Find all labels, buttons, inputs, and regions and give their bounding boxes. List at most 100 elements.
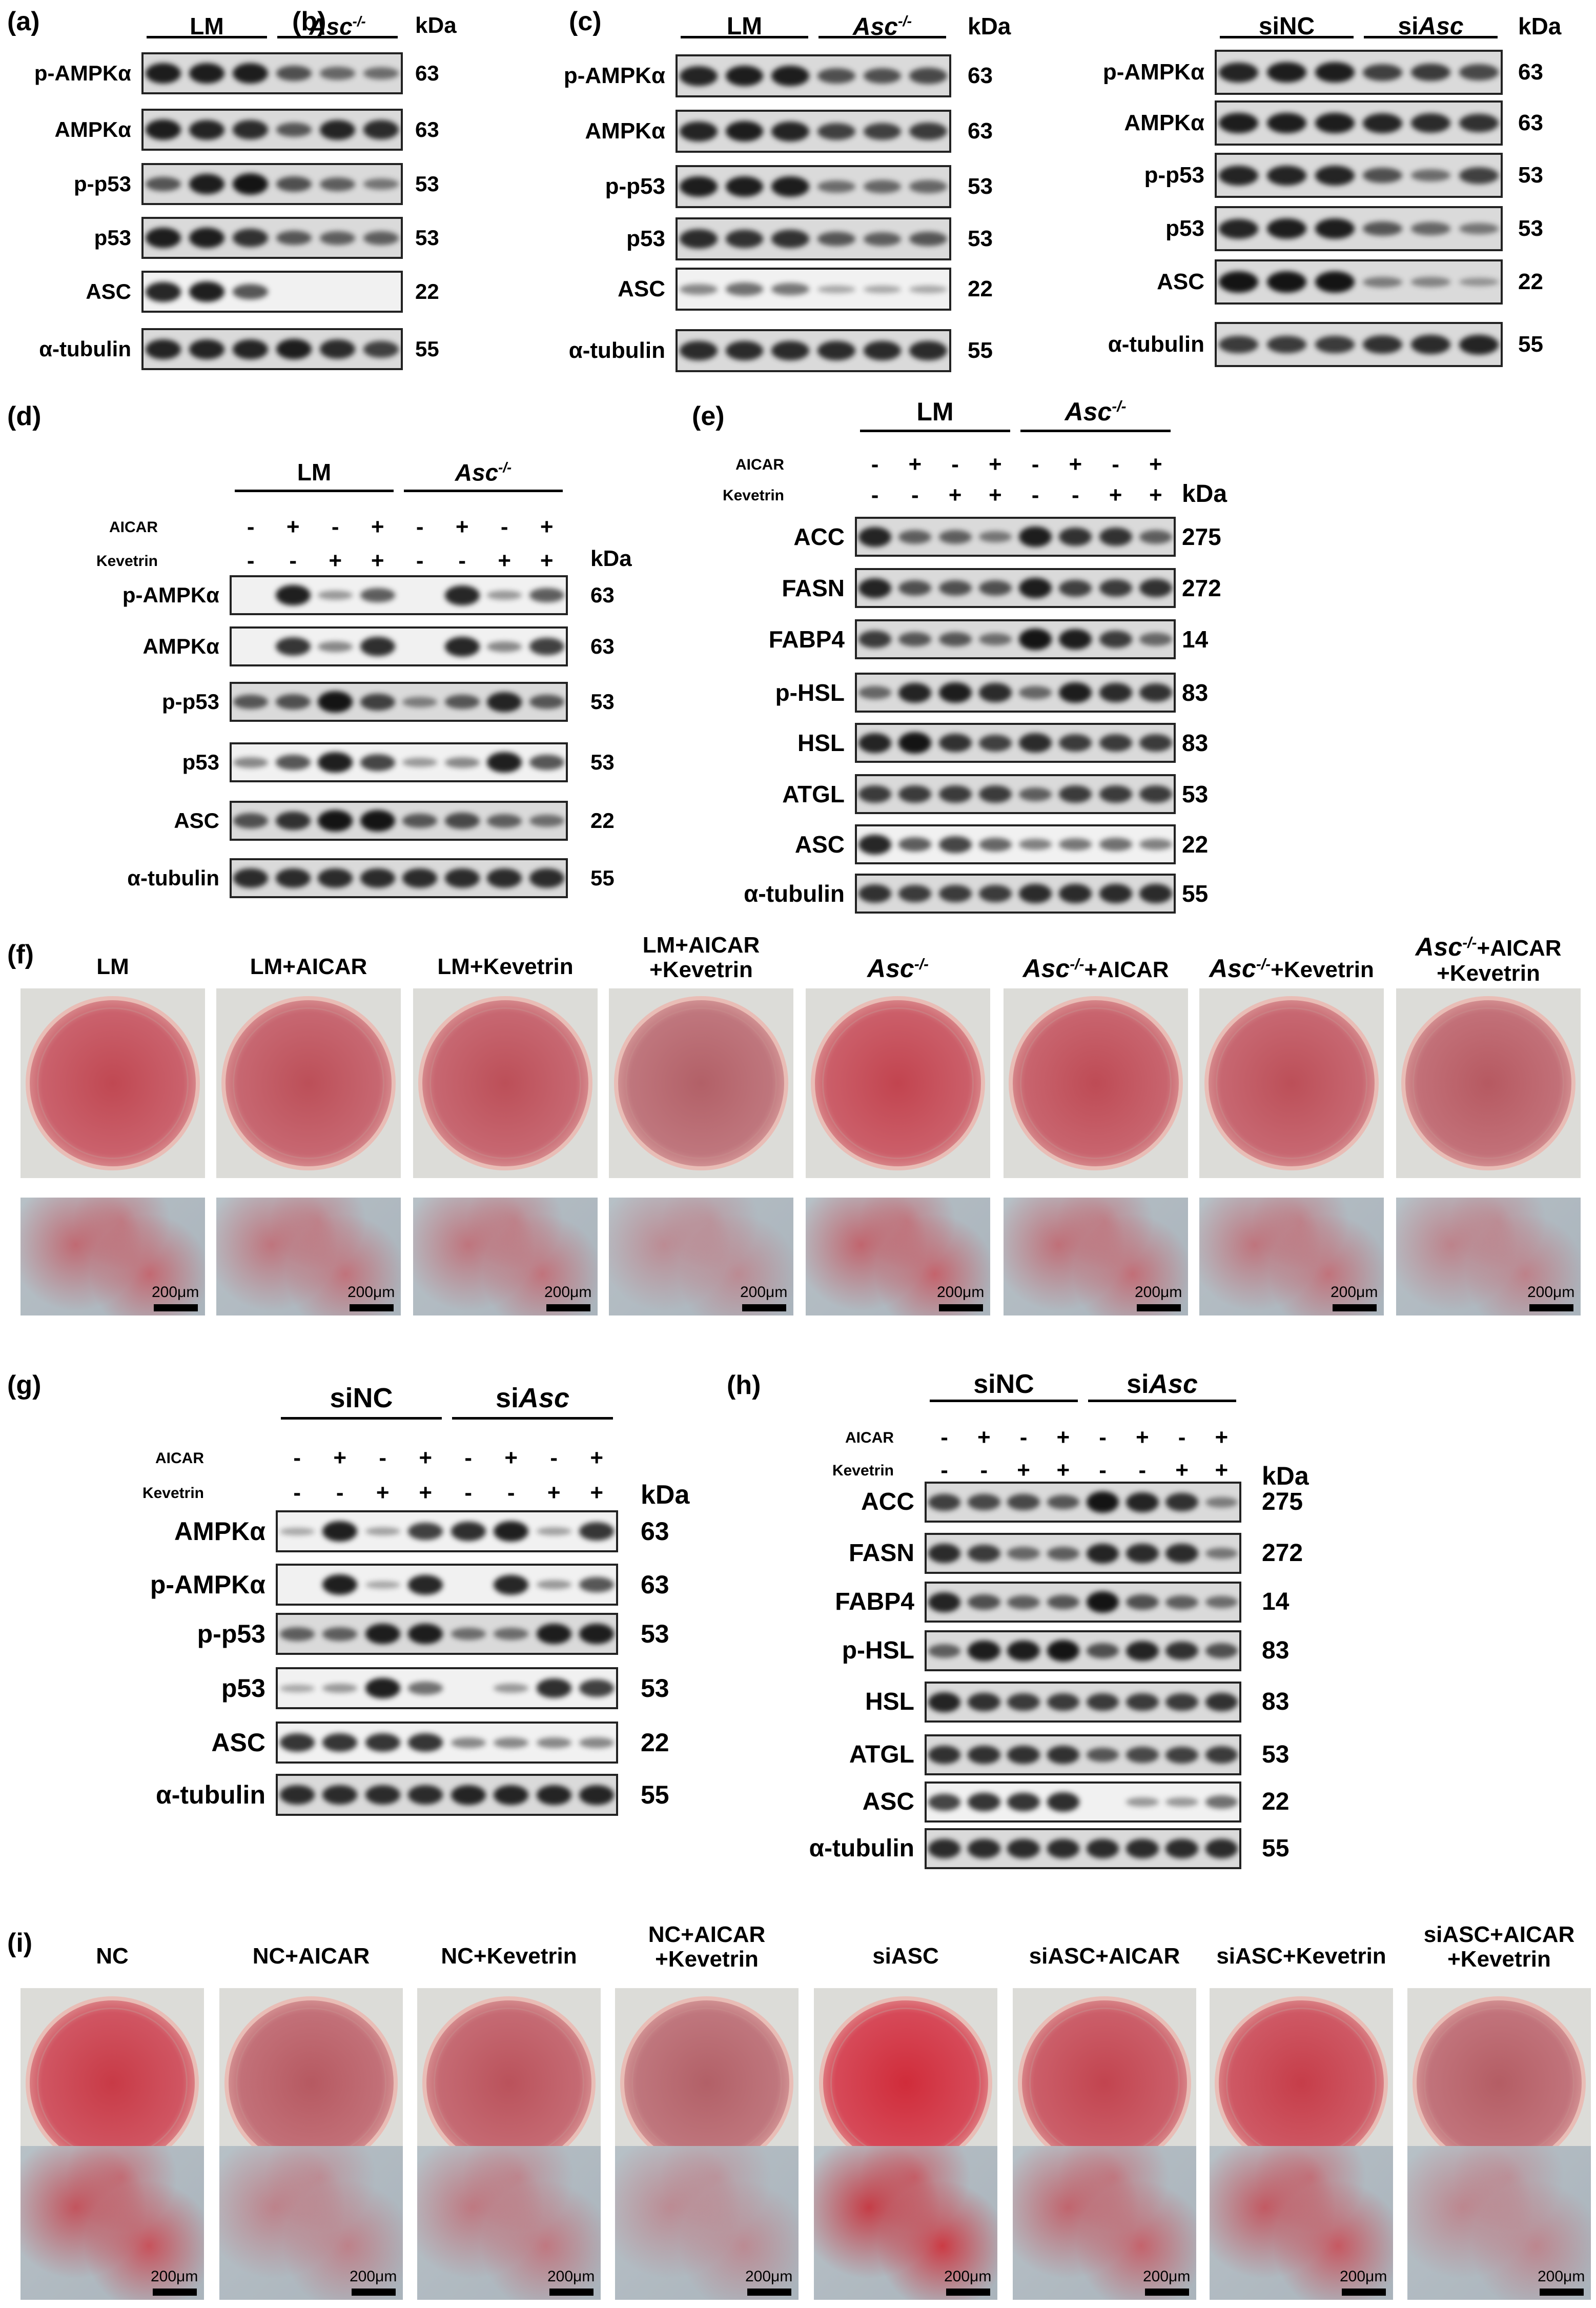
dish-inner-rim <box>236 2008 386 2158</box>
condition-label: siASC+Kevetrin <box>1199 1943 1403 1969</box>
treatment-sign: + <box>590 1480 604 1505</box>
scale-bar <box>352 2289 396 2296</box>
blot-strip <box>276 1510 618 1552</box>
panel-label: (e) <box>692 401 725 431</box>
blot-band <box>529 637 564 656</box>
blot-band <box>487 868 522 888</box>
blot-band <box>1165 1544 1198 1563</box>
blot-strip <box>276 1564 618 1606</box>
blot-band <box>817 68 855 84</box>
protein-label: ASC <box>1157 269 1204 294</box>
blot-band <box>1099 785 1132 803</box>
micrograph: 200μm <box>609 1198 793 1315</box>
molecular-weight: 53 <box>641 1674 669 1703</box>
condition-prefix: siASC+AICAR <box>1029 1943 1180 1969</box>
blot-band <box>863 285 902 293</box>
blot-band <box>1139 683 1172 702</box>
treatment-sign: - <box>293 1480 301 1505</box>
condition-prefix: NC <box>96 1943 129 1969</box>
treatment-sign: - <box>940 1425 948 1450</box>
treatment-sign: + <box>371 514 384 539</box>
treatment-sign: + <box>1109 482 1122 508</box>
blot-band <box>725 120 764 142</box>
protein-label: AMPKα <box>585 118 665 144</box>
micrograph: 200μm <box>1199 1198 1384 1315</box>
blot-band <box>363 67 399 79</box>
blot-band <box>1165 1839 1198 1858</box>
blot-band <box>909 68 947 84</box>
blot-band <box>494 1521 529 1542</box>
condition-label: siASC+AICAR <box>1002 1943 1206 1969</box>
blot-band <box>909 285 947 293</box>
condition-line-2: +Kevetrin <box>649 957 753 983</box>
blot-band <box>360 868 395 888</box>
blot-band <box>968 1746 1000 1764</box>
dish-inner-rim <box>822 1007 974 1159</box>
treatment-sign: - <box>1178 1425 1186 1450</box>
protein-label: ACC <box>793 523 845 550</box>
blot-band <box>444 757 480 768</box>
blot-band <box>365 1527 400 1536</box>
protein-label: HSL <box>797 730 845 756</box>
blot-band <box>1459 277 1499 287</box>
condition-line-1: LM+AICAR <box>206 954 411 979</box>
blot-band <box>1411 63 1450 82</box>
condition-prefix: LM+Kevetrin <box>437 954 574 979</box>
molecular-weight: 22 <box>641 1728 669 1757</box>
blot-strip <box>141 328 403 370</box>
treatment-sign: + <box>376 1480 390 1505</box>
molecular-weight: 83 <box>1182 730 1209 756</box>
blot-band <box>145 281 181 302</box>
molecular-weight: 53 <box>641 1619 669 1648</box>
blot-band <box>365 1733 400 1752</box>
micrograph: 200μm <box>806 1198 990 1315</box>
blot-band <box>680 229 718 249</box>
group-label-sup: -/- <box>352 13 366 29</box>
condition-suffix: +Kevetrin <box>1271 957 1374 982</box>
blot-band <box>529 815 564 827</box>
blot-band <box>322 1521 358 1542</box>
blot-band <box>189 227 225 249</box>
blot-band <box>1007 1793 1040 1811</box>
condition-line-1: Asc-/-+Kevetrin <box>1189 955 1394 983</box>
blot-band <box>363 340 399 358</box>
micrograph: 200μm <box>216 1198 401 1315</box>
molecular-weight: 55 <box>1182 880 1209 907</box>
protein-label: AMPKα <box>1124 110 1204 135</box>
blot-band <box>858 527 892 547</box>
condition-label: Asc-/-+AICAR <box>993 955 1198 983</box>
protein-label: HSL <box>865 1688 914 1715</box>
condition-genotype: Asc <box>1415 933 1463 961</box>
molecular-weight: 55 <box>641 1780 669 1809</box>
blot-strip <box>1215 206 1503 251</box>
blot-band <box>233 694 269 710</box>
group-label-text: siNC <box>330 1383 393 1413</box>
treatment-sign: - <box>1019 1425 1028 1450</box>
protein-label: p-p53 <box>161 690 219 714</box>
blot-band <box>858 733 892 753</box>
blot-band <box>898 785 932 803</box>
dish-inner-rim <box>1029 2008 1180 2158</box>
blot-band <box>322 1627 358 1641</box>
group-label-sup: -/- <box>897 13 912 30</box>
protein-label: p-HSL <box>775 679 845 706</box>
protein-label: p-p53 <box>1144 163 1204 188</box>
blot-strip <box>276 1613 618 1655</box>
treatment-sign: - <box>416 548 424 573</box>
blot-band <box>680 121 718 141</box>
blot-band <box>1099 838 1132 851</box>
kda-header: kDa <box>968 13 1011 39</box>
blot-band <box>408 1785 443 1805</box>
blot-band <box>1007 1494 1040 1510</box>
micrograph: 200μm <box>615 2146 799 2300</box>
protein-label: p-p53 <box>197 1619 265 1648</box>
molecular-weight: 63 <box>641 1570 669 1599</box>
blot-band <box>680 66 718 86</box>
group-label-sup: -/- <box>1112 398 1127 415</box>
treatment-sign: - <box>416 514 424 539</box>
scale-bar-label: 200μm <box>745 2268 793 2285</box>
condition-line-1: Asc-/- <box>795 955 1000 983</box>
blot-band <box>1007 1547 1040 1560</box>
group-line <box>860 430 1010 432</box>
treatment-sign: - <box>247 514 255 539</box>
